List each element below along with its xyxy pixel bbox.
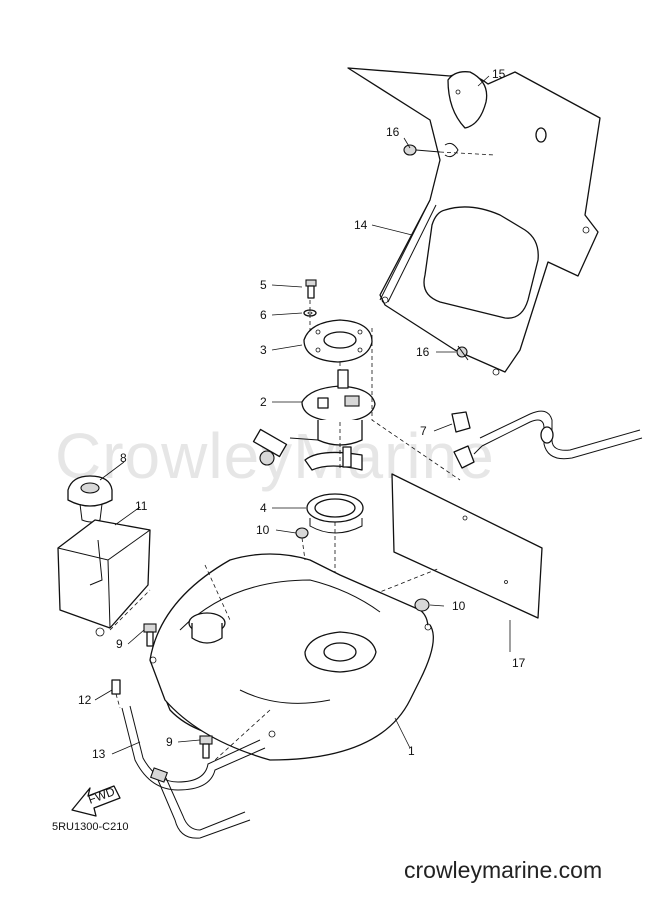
callout-14: 14: [354, 218, 368, 232]
callout-15: 15: [492, 67, 506, 81]
part-11-tray: [57, 519, 151, 637]
part-14-shield: [379, 127, 590, 376]
callout-2: 2: [260, 395, 267, 409]
part-10-nut-left: [295, 527, 309, 561]
part-5-bolt: [305, 279, 317, 299]
part-12-fitting: [111, 679, 121, 709]
part-9-bolt-lower: [199, 735, 213, 759]
watermark-text: CrowleyMarine: [55, 420, 495, 492]
part-4-ring: [306, 493, 364, 534]
callout-8: 8: [120, 451, 127, 465]
part-16-screw-lower: [456, 345, 469, 361]
callout-9-upper: 9: [116, 637, 123, 651]
part-10-nut-right: [414, 598, 430, 612]
callout-7: 7: [420, 424, 427, 438]
callout-10-right: 10: [452, 599, 466, 613]
callout-16-lower: 16: [416, 345, 430, 359]
footer-url: crowleymarine.com: [404, 857, 602, 883]
part-8-cap: [67, 475, 113, 523]
part-7-connector: [451, 410, 643, 469]
callout-4: 4: [260, 501, 267, 515]
callout-3: 3: [260, 343, 267, 357]
callout-17: 17: [512, 656, 526, 670]
part-3-plate: [303, 319, 373, 363]
callout-10-left: 10: [256, 523, 270, 537]
leader-lines: [94, 75, 511, 755]
callout-13: 13: [92, 747, 106, 761]
part-16-screw-upper: [403, 142, 496, 158]
callout-9-lower: 9: [166, 735, 173, 749]
part-1-fuel-tank: [149, 553, 434, 761]
callout-labels: 15 16 14 5 6 3 16 2 7 8 11 4 10 10 9 17 …: [78, 67, 526, 761]
callout-1: 1: [408, 744, 415, 758]
part-13-hose: [121, 705, 266, 839]
part-9-bolt-upper: [143, 623, 157, 647]
fwd-direction-arrow: FWD: [71, 784, 121, 817]
callout-5: 5: [260, 278, 267, 292]
callout-11: 11: [135, 499, 148, 513]
part-17-pad: [391, 473, 543, 619]
callout-6: 6: [260, 308, 267, 322]
diagram-code: 5RU1300-C210: [52, 821, 128, 833]
callout-12: 12: [78, 693, 92, 707]
callout-16-upper: 16: [386, 125, 400, 139]
